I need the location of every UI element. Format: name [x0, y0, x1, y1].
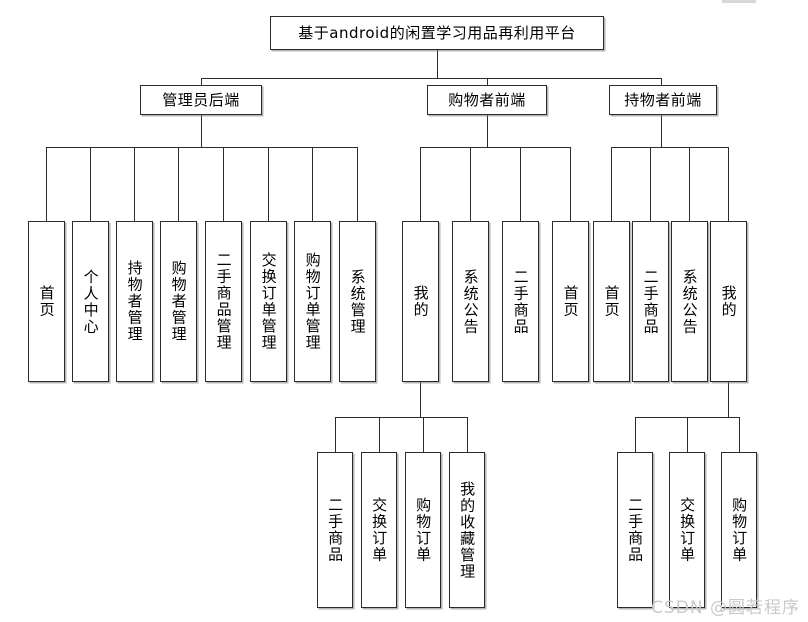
connector-shopper-drop-4: [570, 147, 571, 221]
connector-holder-sub-drop-2: [687, 417, 688, 452]
node-holder-frontend[interactable]: 持物者前端: [609, 85, 717, 115]
connector-holder-sub-drop-3: [739, 417, 740, 452]
node-label: 首页: [602, 285, 621, 318]
node-shopper-child-secondhand-goods[interactable]: 二手商品: [502, 221, 539, 382]
connector-to-admin: [201, 78, 202, 86]
node-shopper-child-mine[interactable]: 我的: [402, 221, 439, 382]
node-label: 系统公告: [680, 268, 699, 335]
node-admin-child-exchange-order-management[interactable]: 交换订单管理: [250, 221, 287, 382]
connector-admin-drop-8: [357, 147, 358, 221]
node-label: 购物订单: [730, 497, 749, 563]
node-label: 我的收藏管理: [458, 480, 477, 580]
node-admin-child-home[interactable]: 首页: [28, 221, 65, 382]
connector-admin-drop-5: [223, 147, 224, 221]
node-label: 系统公告: [461, 268, 480, 335]
node-holder-mine-child-secondhand-goods[interactable]: 二手商品: [617, 452, 653, 608]
connector-shopper-down: [487, 114, 488, 147]
connector-root-down: [437, 50, 438, 78]
node-admin-child-system-management[interactable]: 系统管理: [339, 221, 376, 382]
top-edge-artifact: [722, 0, 756, 3]
watermark: CSDN @圆若程序: [651, 598, 800, 618]
node-admin-child-secondhand-goods-management[interactable]: 二手商品管理: [205, 221, 242, 382]
connector-holder-mine-down: [728, 382, 729, 417]
node-shopper-frontend[interactable]: 购物者前端: [427, 85, 547, 115]
connector-admin-drop-1: [46, 147, 47, 221]
connector-shopper-sub-drop-4: [467, 417, 468, 452]
node-shopper-mine-child-exchange-order[interactable]: 交换订单: [361, 452, 397, 608]
connector-admin-drop-4: [178, 147, 179, 221]
node-shopper-child-system-announcement[interactable]: 系统公告: [452, 221, 489, 382]
connector-shopper-mine-bus: [335, 417, 467, 418]
connector-shopper-sub-drop-1: [335, 417, 336, 452]
node-label: 购物订单: [414, 497, 433, 563]
connector-admin-drop-6: [268, 147, 269, 221]
node-holder-child-secondhand-goods[interactable]: 二手商品: [632, 221, 669, 382]
node-holder-child-home[interactable]: 首页: [593, 221, 630, 382]
connector-holder-down: [661, 114, 662, 147]
node-holder-child-mine[interactable]: 我的: [710, 221, 747, 382]
node-label: 交换订单管理: [259, 252, 278, 351]
node-label: 二手商品: [511, 268, 530, 335]
node-label: 二手商品: [641, 268, 660, 335]
connector-shopper-drop-2: [470, 147, 471, 221]
node-label: 系统管理: [348, 268, 367, 335]
connector-holder-drop-1: [611, 147, 612, 221]
connector-shopper-mine-down: [420, 382, 421, 417]
node-admin-backend[interactable]: 管理员后端: [140, 85, 262, 115]
node-label: 二手商品: [326, 497, 345, 563]
node-admin-child-holder-management[interactable]: 持物者管理: [116, 221, 153, 382]
node-shopper-child-home[interactable]: 首页: [552, 221, 589, 382]
connector-holder-drop-4: [728, 147, 729, 221]
connector-shopper-sub-drop-2: [379, 417, 380, 452]
node-label: 交换订单: [678, 497, 697, 563]
node-label: 二手商品: [626, 497, 645, 563]
node-label: 交换订单: [370, 497, 389, 563]
node-holder-child-system-announcement[interactable]: 系统公告: [671, 221, 708, 382]
connector-holder-sub-drop-1: [635, 417, 636, 452]
connector-admin-down: [201, 114, 202, 147]
node-label: 购物者管理: [169, 260, 188, 343]
connector-holder-bus: [611, 147, 728, 148]
node-label: 我的: [719, 285, 738, 318]
node-admin-backend-label: 管理员后端: [162, 90, 240, 109]
node-root[interactable]: 基于android的闲置学习用品再利用平台: [270, 16, 604, 50]
connector-admin-drop-3: [134, 147, 135, 221]
node-label: 我的: [411, 285, 430, 318]
node-shopper-mine-child-secondhand-goods[interactable]: 二手商品: [317, 452, 353, 608]
node-admin-child-shopper-management[interactable]: 购物者管理: [160, 221, 197, 382]
node-label: 持物者管理: [125, 260, 144, 343]
node-label: 购物订单管理: [303, 252, 322, 351]
node-label: 首页: [37, 285, 56, 318]
connector-to-holder: [661, 78, 662, 86]
node-holder-frontend-label: 持物者前端: [624, 90, 702, 109]
connector-admin-drop-7: [312, 147, 313, 221]
node-shopper-mine-child-my-favorites-management[interactable]: 我的收藏管理: [449, 452, 485, 608]
node-admin-child-shopping-order-management[interactable]: 购物订单管理: [294, 221, 331, 382]
connector-holder-drop-2: [650, 147, 651, 221]
connector-admin-drop-2: [90, 147, 91, 221]
connector-to-shopper: [487, 78, 488, 86]
connector-shopper-bus: [420, 147, 570, 148]
node-holder-mine-child-shopping-order[interactable]: 购物订单: [721, 452, 757, 608]
node-shopper-frontend-label: 购物者前端: [448, 90, 526, 109]
node-label: 首页: [561, 285, 580, 318]
node-holder-mine-child-exchange-order[interactable]: 交换订单: [669, 452, 705, 608]
node-root-label: 基于android的闲置学习用品再利用平台: [298, 23, 576, 42]
node-shopper-mine-child-shopping-order[interactable]: 购物订单: [405, 452, 441, 608]
connector-holder-drop-3: [689, 147, 690, 221]
connector-shopper-drop-1: [420, 147, 421, 221]
node-label: 二手商品管理: [214, 252, 233, 351]
connector-shopper-drop-3: [520, 147, 521, 221]
connector-shopper-sub-drop-3: [423, 417, 424, 452]
node-label: 个人中心: [81, 268, 100, 335]
connector-root-bus: [201, 78, 661, 79]
connector-admin-bus: [46, 147, 357, 148]
node-admin-child-personal-center[interactable]: 个人中心: [72, 221, 109, 382]
